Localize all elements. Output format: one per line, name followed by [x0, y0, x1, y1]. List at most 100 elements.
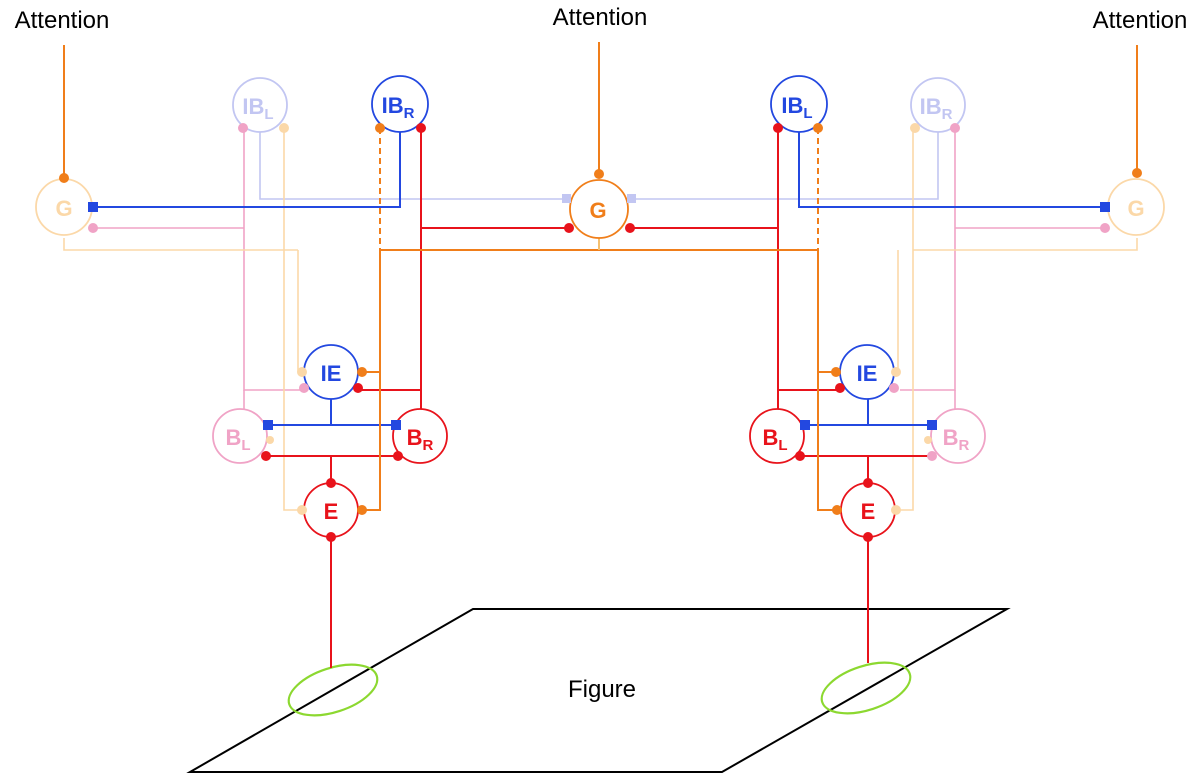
wire-orange-left-down: [362, 250, 381, 511]
ie-node-left: IE: [303, 344, 359, 400]
g-center-label: G: [589, 198, 606, 223]
ib-r-node-right-faint: IBR: [910, 77, 966, 133]
wire-red-right-e: [800, 455, 932, 482]
synapse-square: [800, 420, 810, 430]
synapse-dot: [238, 123, 248, 133]
svg-text:E: E: [861, 499, 876, 524]
e-node-left: E: [303, 482, 359, 538]
synapse-dot: [910, 123, 920, 133]
ib-r-left-main: IB: [382, 93, 404, 118]
b-l-node-left-faint: BL: [212, 408, 268, 464]
synapse-dot: [279, 123, 289, 133]
b-l-right-main: B: [762, 425, 778, 450]
synapse-square: [927, 420, 937, 430]
b-r-right-main: B: [943, 425, 959, 450]
g-node-center: G: [569, 179, 629, 239]
ie-right-label: IE: [857, 361, 878, 386]
attention-label-center: Attention: [553, 4, 648, 31]
e-right-label: E: [861, 499, 876, 524]
e-left-label: E: [324, 499, 339, 524]
svg-text:G: G: [55, 196, 72, 221]
b-r-left-main: B: [407, 425, 423, 450]
svg-text:BL: BL: [762, 425, 787, 454]
ie-node-right: IE: [839, 344, 895, 400]
svg-text:IBL: IBL: [781, 93, 812, 122]
synapse-dot: [353, 383, 363, 393]
synapse-dot: [795, 451, 805, 461]
synapse-dot: [564, 223, 574, 233]
e-node-right: E: [840, 482, 896, 538]
synapse-dot: [1100, 223, 1110, 233]
wire-blue-ibr-to-g-left: [93, 124, 401, 208]
wire-faint-orange-right-vert: [897, 128, 914, 511]
figure-parallelogram: [186, 608, 1011, 773]
b-r-node-right-faint: BR: [930, 408, 986, 464]
synapse-square: [1100, 202, 1110, 212]
synapse-dot: [927, 451, 937, 461]
synapse-dot: [357, 505, 367, 515]
synapse-dot: [950, 123, 960, 133]
ib-r-right-sub: R: [942, 106, 953, 123]
synapse-dot: [297, 505, 307, 515]
synapse-square: [88, 202, 98, 212]
synapse-dot: [416, 123, 426, 133]
synapse-dot: [924, 436, 932, 444]
wire-orange-right-down: [817, 250, 837, 511]
b-r-left-sub: R: [423, 437, 434, 454]
strong-wiring: [93, 124, 1105, 668]
wire-faint-blue-right: [633, 126, 939, 200]
synapse-dot: [835, 383, 845, 393]
svg-text:IBR: IBR: [920, 94, 953, 123]
g-node-left: G: [35, 178, 93, 236]
receptive-field-right: [820, 661, 912, 715]
synapse-dot: [891, 505, 901, 515]
wire-red-left-main: [360, 127, 422, 391]
receptive-field-left: [287, 663, 379, 717]
synapse-dot: [88, 223, 98, 233]
ib-l-right-main: IB: [781, 93, 803, 118]
wire-faint-orange-left-vert: [283, 128, 300, 511]
synapse-dot: [326, 478, 336, 488]
svg-text:E: E: [324, 499, 339, 524]
ib-l-right-sub: L: [803, 105, 812, 122]
wire-faint-blue-left: [259, 126, 565, 200]
figure-label: Figure: [568, 676, 636, 703]
nodes: G G G IBL IBR IBL IBR IE: [35, 75, 1165, 538]
wire-faint-orange-left: [63, 238, 298, 251]
b-r-node-left: BR: [392, 408, 448, 464]
svg-text:IBR: IBR: [382, 93, 415, 122]
synapse-square: [391, 420, 401, 430]
ib-r-right-main: IB: [920, 94, 942, 119]
svg-text:BR: BR: [407, 425, 434, 454]
b-l-left-sub: L: [241, 437, 250, 454]
synapse-dot: [393, 451, 403, 461]
ib-l-node-right: IBL: [770, 75, 828, 133]
svg-text:IBL: IBL: [242, 94, 273, 123]
b-l-left-main: B: [225, 425, 241, 450]
g-left-label: G: [55, 196, 72, 221]
ib-r-node-left: IBR: [371, 75, 429, 133]
synapse-dot: [594, 169, 604, 179]
figure-plane: Figure: [186, 608, 1011, 773]
svg-text:BL: BL: [225, 425, 250, 454]
wire-blue-ie-right: [805, 397, 932, 426]
wire-faint-pink-right-vert: [900, 130, 956, 391]
attention-inputs: Attention Attention Attention: [15, 4, 1187, 176]
synapse-dot: [266, 436, 274, 444]
wire-faint-orange-right: [913, 238, 1138, 251]
wire-blue-ie-left: [268, 397, 395, 426]
g-right-label: G: [1127, 196, 1144, 221]
synapse-dot: [59, 173, 69, 183]
synapse-dot: [773, 123, 783, 133]
wire-faint-pink-left-vert: [243, 130, 300, 391]
svg-text:BR: BR: [943, 425, 970, 454]
b-l-node-right: BL: [749, 408, 805, 464]
synapse-dot: [326, 532, 336, 542]
b-l-right-sub: L: [778, 437, 787, 454]
svg-text:G: G: [1127, 196, 1144, 221]
attention-label-left: Attention: [15, 7, 110, 34]
ib-r-left-sub: R: [404, 105, 415, 122]
svg-text:G: G: [589, 198, 606, 223]
synapse-dot: [813, 123, 823, 133]
